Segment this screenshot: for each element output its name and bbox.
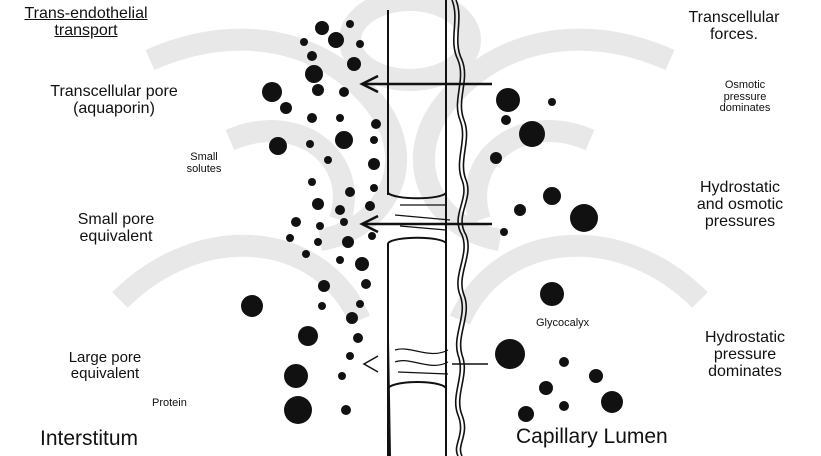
label-trans-endothelial: Trans-endothelial transport [6, 6, 166, 40]
label-glycocalyx: Glycocalyx [536, 318, 589, 330]
label-protein: Protein [152, 398, 187, 410]
label-small-pore: Small pore equivalent [16, 212, 216, 246]
label-hydrostatic-dominates-line3: dominates [670, 364, 820, 381]
label-transcellular-forces-line2: forces. [654, 27, 814, 44]
label-small-pore-line2: equivalent [16, 229, 216, 246]
label-large-pore-line2: equivalent [20, 366, 190, 382]
label-transcellular-pore-line2: (aquaporin) [4, 101, 224, 118]
label-hydrostatic-osmotic-line1: Hydrostatic [660, 180, 820, 197]
label-trans-endothelial-line1: Trans-endothelial [6, 6, 166, 23]
label-transcellular-pore-line1: Transcellular pore [4, 84, 224, 101]
label-hydrostatic-dominates-line1: Hydrostatic [670, 330, 820, 347]
label-transcellular-forces: Transcellular forces. [654, 10, 814, 44]
label-interstitum: Interstitum [40, 428, 138, 450]
label-small-solutes-line2: solutes [168, 164, 240, 176]
label-trans-endothelial-line2: transport [6, 23, 166, 40]
label-capillary-lumen: Capillary Lumen [516, 426, 668, 448]
label-hydrostatic-osmotic-line3: pressures [660, 214, 820, 231]
label-osmotic-dominates-line1: Osmotic [690, 80, 800, 92]
label-transcellular-pore: Transcellular pore (aquaporin) [4, 84, 224, 118]
label-large-pore: Large pore equivalent [20, 350, 190, 382]
label-osmotic-dominates: Osmotic pressure dominates [690, 80, 800, 115]
label-small-solutes-line1: Small [168, 152, 240, 164]
label-hydrostatic-dominates: Hydrostatic pressure dominates [670, 330, 820, 380]
label-hydrostatic-osmotic-line2: and osmotic [660, 197, 820, 214]
label-osmotic-dominates-line3: dominates [690, 103, 800, 115]
label-hydrostatic-dominates-line2: pressure [670, 347, 820, 364]
label-large-pore-line1: Large pore [20, 350, 190, 366]
label-hydrostatic-osmotic: Hydrostatic and osmotic pressures [660, 180, 820, 230]
label-small-solutes: Small solutes [168, 152, 240, 175]
label-transcellular-forces-line1: Transcellular [654, 10, 814, 27]
label-small-pore-line1: Small pore [16, 212, 216, 229]
